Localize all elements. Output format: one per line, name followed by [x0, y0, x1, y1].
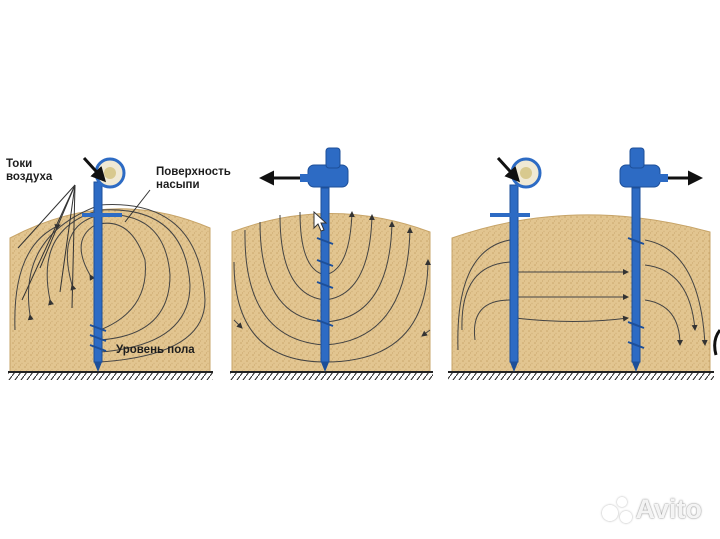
probe-tip [632, 362, 640, 372]
ground-hatch [8, 372, 213, 380]
avito-dots-icon [601, 496, 632, 523]
probe-auger [627, 237, 645, 349]
surface-pointer [124, 189, 151, 223]
avito-watermark: Avito [601, 494, 703, 525]
probe-handle [82, 213, 122, 217]
surface-line1: Поверхность [156, 166, 231, 178]
inflow-arrow [82, 156, 107, 183]
probe-auger [89, 324, 107, 352]
airflow-lines [14, 204, 206, 363]
air-currents-line1: Токи [6, 158, 33, 170]
suction-fan-icon [619, 147, 668, 188]
panel-3 [448, 147, 714, 380]
air-currents-pointers [17, 184, 76, 309]
ground-hatch [448, 372, 714, 380]
grain-pile [231, 213, 431, 373]
ground-hatch [230, 372, 433, 380]
airflow-lines [457, 236, 708, 351]
air-currents-line2: воздуха [6, 171, 53, 183]
aeration-probe [320, 187, 330, 363]
aeration-probe-left [509, 184, 519, 363]
aeration-probe-right [631, 187, 641, 363]
blower-hub [104, 167, 116, 179]
grain-pile [451, 214, 711, 373]
inflow-arrow [496, 156, 521, 183]
cursor-icon [313, 210, 328, 232]
probe-handle [490, 213, 530, 217]
edge-fragment [713, 329, 720, 356]
panel-2 [230, 147, 433, 380]
probe-tip [94, 362, 102, 372]
probe-tip [321, 362, 329, 372]
watermark-text: Avito [635, 494, 703, 524]
aeration-probe [93, 181, 103, 363]
surface-line2: насыпи [156, 179, 200, 191]
air-currents-label: Токи воздуха [6, 158, 52, 184]
surface-label: Поверхность насыпи [156, 166, 231, 192]
probe-tip [510, 362, 518, 372]
grain-pile [9, 208, 211, 373]
suction-fan-icon [300, 147, 349, 188]
blower-hub [520, 167, 532, 179]
panel-1 [8, 156, 213, 380]
probe-auger [316, 237, 334, 327]
floor-level-label: Уровень пола [116, 344, 195, 356]
